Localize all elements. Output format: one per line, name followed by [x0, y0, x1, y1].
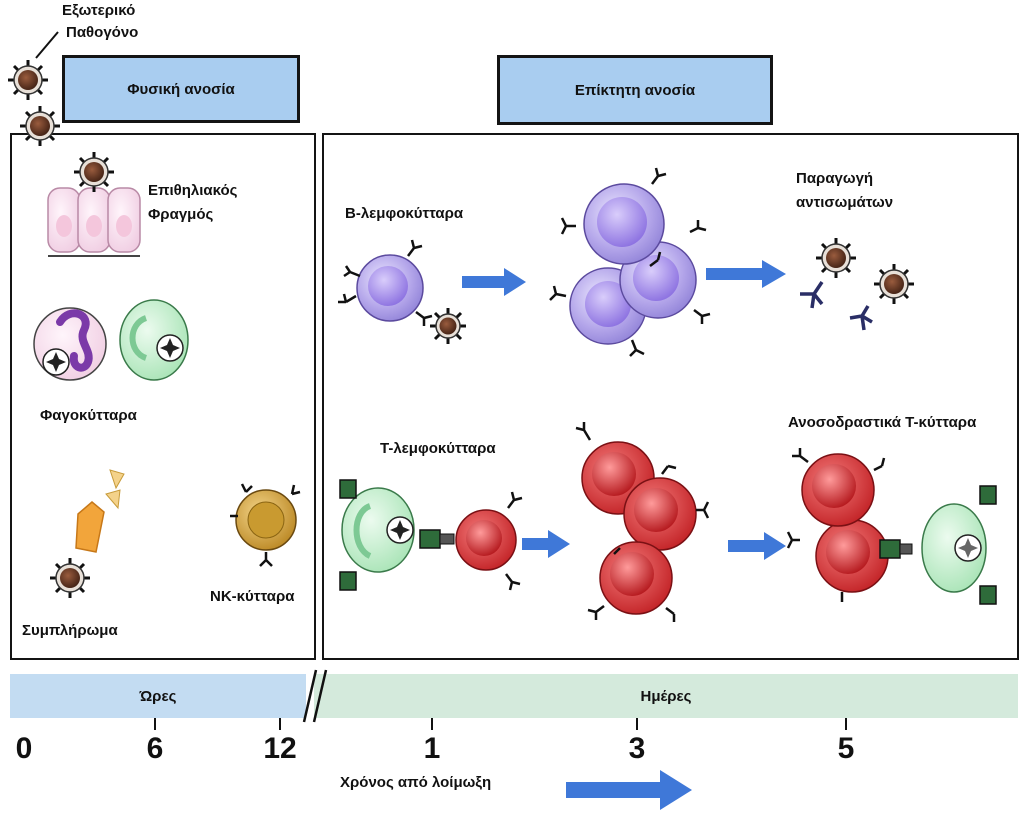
b-cell-cluster-icon — [549, 167, 711, 357]
effector-t-cells-icon — [786, 448, 913, 602]
timeline-tick-marks — [154, 718, 847, 730]
hours-bar: Ώρες — [10, 674, 306, 718]
neutrophil-icon — [33, 307, 107, 381]
arrow-right-icon — [522, 530, 570, 558]
pathogen-icon — [20, 106, 60, 146]
pathogen-icon — [8, 60, 48, 100]
helper-cell-icon — [339, 479, 455, 591]
b-lymphocyte-icon — [338, 239, 433, 326]
pathogen-icon — [816, 238, 856, 278]
arrow-right-icon — [566, 770, 692, 810]
timeline-break-icon — [302, 669, 328, 723]
nk-cells-label: NK-κύτταρα — [210, 588, 295, 605]
hours-label: Ώρες — [139, 687, 177, 705]
b-cells-label: B-λεμφοκύτταρα — [345, 205, 464, 222]
t-lymphocyte-icon — [455, 491, 523, 591]
phagocytes-label: Φαγοκύτταρα — [40, 407, 137, 424]
nk-cell-icon — [230, 483, 301, 567]
tick-0: 0 — [15, 732, 33, 765]
t-cells-label: Τ-λεμφοκύτταρα — [380, 440, 496, 457]
innate-immunity-header: Φυσική ανοσία — [62, 55, 300, 123]
tick-3: 3 — [628, 732, 646, 765]
pathogen-label-line1: Εξωτερικό — [62, 2, 136, 19]
tick-1: 1 — [423, 732, 441, 765]
antibody-production-line2: αντισωμάτων — [796, 194, 894, 211]
arrow-right-icon — [462, 268, 526, 296]
t-cell-cluster-icon — [575, 422, 710, 622]
arrow-right-icon — [728, 532, 786, 560]
epithelial-label-line2: Φραγμός — [148, 206, 214, 223]
days-label: Ημέρες — [640, 687, 692, 705]
pathogen-icon — [50, 558, 90, 598]
epithelial-barrier-icon — [47, 187, 141, 257]
pathogen-icon — [74, 152, 114, 192]
innate-immunity-title: Φυσική ανοσία — [127, 80, 235, 98]
epithelial-label-line1: Επιθηλιακός — [148, 182, 238, 199]
pathogen-icon — [430, 308, 466, 344]
pathogen-label-line2: Παθογόνο — [66, 24, 139, 41]
tick-5: 5 — [837, 732, 855, 765]
tick-12: 12 — [263, 732, 297, 765]
macrophage-icon — [119, 299, 189, 381]
antibody-production-line1: Παραγωγή — [796, 170, 874, 187]
target-cell-icon — [921, 485, 997, 605]
days-bar: Ημέρες — [314, 674, 1018, 718]
pathogen-icon — [874, 264, 914, 304]
effector-t-cells-label: Ανοσοδραστικά Τ-κύτταρα — [788, 414, 977, 431]
tick-6: 6 — [146, 732, 164, 765]
pathogen-pointer-line — [35, 31, 59, 59]
complement-icon — [75, 469, 125, 553]
arrow-right-icon — [706, 260, 786, 288]
adaptive-immunity-header: Επίκτητη ανοσία — [497, 55, 773, 125]
complement-label: Συμπλήρωμα — [22, 622, 118, 639]
time-axis-label: Χρόνος από λοίμωξη — [340, 774, 492, 791]
antibody-icon — [800, 281, 873, 331]
adaptive-immunity-title: Επίκτητη ανοσία — [574, 81, 696, 99]
